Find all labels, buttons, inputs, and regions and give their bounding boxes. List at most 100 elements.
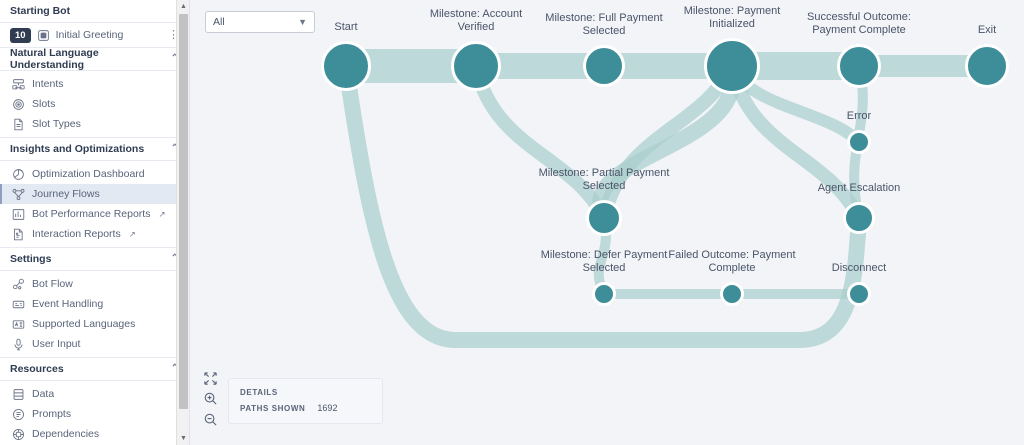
chevron-up-icon[interactable]: ⌃ — [170, 253, 179, 264]
flow-node-failed[interactable] — [720, 282, 744, 306]
sidebar: Starting Bot‹ 10 Initial Greeting ⋮ Natural … — [0, 0, 190, 445]
sidebar-item-label: Interaction Reports — [32, 228, 121, 240]
bar-chart-icon — [12, 208, 25, 221]
sidebar-item-label: Slot Types — [32, 118, 81, 130]
kebab-menu-icon[interactable]: ⋮ — [168, 28, 179, 41]
prompts-icon — [12, 408, 25, 421]
flow-node-error[interactable] — [847, 130, 871, 154]
sidebar-item-label: Prompts — [32, 408, 72, 420]
intents-icon — [12, 78, 25, 91]
sidebar-item-slot-types[interactable]: Slot Types — [0, 114, 189, 134]
dashboard-icon — [12, 168, 25, 181]
sidebar-item-bot-performance-reports[interactable]: Bot Performance Reports ↗ — [0, 204, 189, 224]
sidebar-section-header[interactable]: Settings ⌃ — [0, 248, 189, 271]
slot-types-icon — [12, 118, 25, 131]
bot-flow-icon — [12, 278, 25, 291]
flow-node-defer[interactable] — [592, 282, 616, 306]
flow-node-exit[interactable] — [965, 44, 1009, 88]
chevron-down-icon: ▼ — [298, 17, 307, 27]
sidebar-section-header[interactable]: Resources ⌃ — [0, 358, 189, 381]
details-panel: DETAILS PATHS SHOWN 1692 — [228, 378, 383, 424]
sidebar-section-title: Insights and Optimizations — [10, 143, 145, 155]
filter-value: All — [213, 16, 225, 28]
bot-version-badge: 10 — [10, 27, 31, 43]
flow-node-success[interactable] — [837, 44, 881, 88]
filter-dropdown[interactable]: All ▼ — [205, 11, 315, 33]
sidebar-section-header[interactable]: Natural Language Understanding ⌃ — [0, 47, 189, 71]
sidebar-item-data[interactable]: Data — [0, 384, 189, 404]
sidebar-item-intents[interactable]: Intents — [0, 74, 189, 94]
event-handling-icon — [12, 298, 25, 311]
flow-node-disconnect[interactable] — [847, 282, 871, 306]
sidebar-section-title: Natural Language Understanding — [10, 47, 99, 71]
chevron-up-icon[interactable]: ⌃ — [170, 53, 179, 64]
sidebar-item-label: Bot Flow — [32, 278, 73, 290]
paths-shown-value: 1692 — [317, 403, 338, 413]
sidebar-scroll-content: Starting Bot‹ 10 Initial Greeting ⋮ Natural … — [0, 0, 189, 445]
sidebar-section-header[interactable]: Starting Bot‹ — [0, 0, 189, 23]
dependencies-icon — [12, 428, 25, 441]
flow-link[interactable] — [592, 64, 742, 222]
journey-flows-icon — [12, 188, 25, 201]
sidebar-item-interaction-reports[interactable]: Interaction Reports ↗ — [0, 224, 189, 244]
sidebar-item-slots[interactable]: Slots — [0, 94, 189, 114]
sidebar-item-label: Slots — [32, 98, 56, 110]
flow-link[interactable] — [469, 64, 611, 222]
paths-shown-row: PATHS SHOWN 1692 — [240, 403, 371, 413]
sidebar-section-title: Resources — [10, 363, 64, 375]
sidebar-item-dependencies[interactable]: Dependencies — [0, 424, 189, 444]
external-link-icon: ↗ — [128, 228, 136, 239]
sidebar-item-label: Optimization Dashboard — [32, 168, 145, 180]
sidebar-item-journey-flows[interactable]: Journey Flows — [0, 184, 189, 204]
microphone-icon — [12, 338, 25, 351]
sidebar-item-label: Supported Languages — [32, 318, 136, 330]
node-icon — [37, 29, 50, 42]
flow-node-start[interactable] — [321, 41, 371, 91]
external-link-icon: ↗ — [158, 208, 166, 219]
sidebar-scrollbar[interactable]: ▲ ▼ — [176, 0, 189, 445]
languages-icon — [12, 318, 25, 331]
sidebar-section-title: Starting Bot — [10, 5, 71, 17]
paths-shown-label: PATHS SHOWN — [240, 404, 306, 413]
sidebar-item-optimization-dashboard[interactable]: Optimization Dashboard — [0, 164, 189, 184]
flow-node-full[interactable] — [583, 45, 625, 87]
report-icon — [12, 228, 25, 241]
details-title: DETAILS — [240, 388, 278, 397]
sidebar-item-label: Intents — [32, 78, 64, 90]
zoom-out-icon[interactable] — [202, 411, 219, 428]
fit-screen-icon[interactable] — [202, 370, 219, 387]
chevron-up-icon[interactable]: ⌃ — [170, 143, 179, 154]
starting-bot-label: Initial Greeting — [55, 29, 124, 41]
chevron-up-icon[interactable]: ⌃ — [170, 363, 179, 374]
sidebar-item-label: Event Handling — [32, 298, 104, 310]
flow-node-partial[interactable] — [586, 200, 622, 236]
slots-icon — [12, 98, 25, 111]
zoom-in-icon[interactable] — [202, 390, 219, 407]
sidebar-section-title: Settings — [10, 253, 52, 265]
sidebar-item-label: Data — [32, 388, 55, 400]
sidebar-item-bot-flow[interactable]: Bot Flow — [0, 274, 189, 294]
flow-link[interactable] — [725, 64, 866, 222]
scroll-down-icon[interactable]: ▼ — [180, 435, 187, 442]
sidebar-item-label: Journey Flows — [32, 188, 100, 200]
flow-node-acct[interactable] — [451, 41, 501, 91]
flow-node-init[interactable] — [704, 38, 760, 94]
sidebar-section-header[interactable]: Insights and Optimizations ⌃ — [0, 138, 189, 161]
scroll-up-icon[interactable]: ▲ — [180, 3, 187, 10]
sidebar-item-prompts[interactable]: Prompts — [0, 404, 189, 424]
starting-bot-row[interactable]: 10 Initial Greeting ⋮ — [0, 23, 189, 48]
sidebar-item-label: Dependencies — [32, 428, 100, 440]
sidebar-item-supported-languages[interactable]: Supported Languages — [0, 314, 189, 334]
sidebar-item-event-handling[interactable]: Event Handling — [0, 294, 189, 314]
scrollbar-thumb[interactable] — [179, 14, 188, 409]
flow-node-agent[interactable] — [843, 202, 875, 234]
sidebar-item-label: Bot Performance Reports — [32, 208, 151, 220]
sidebar-item-user-input[interactable]: User Input — [0, 334, 189, 354]
database-icon — [12, 388, 25, 401]
